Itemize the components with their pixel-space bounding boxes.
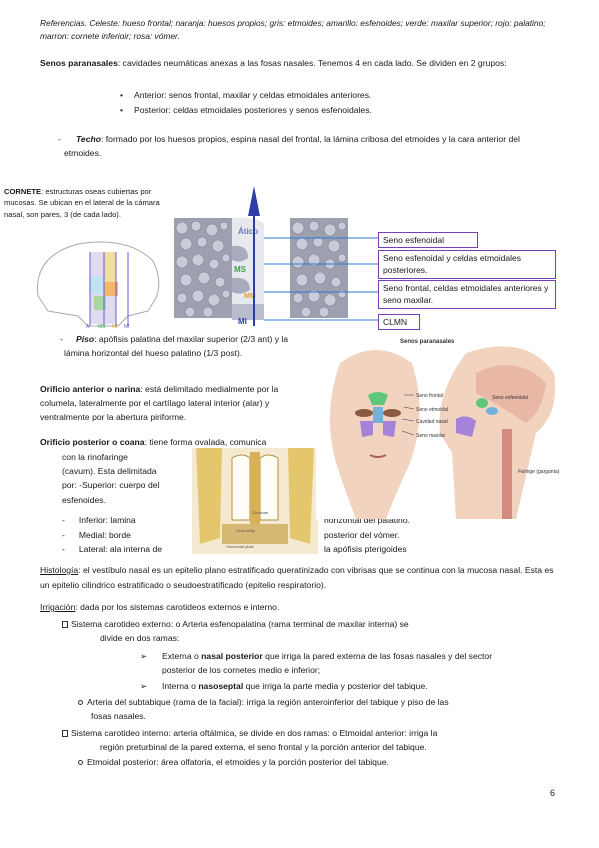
cornete-text: : estructuras oseas cubiertas por mucosa…: [4, 187, 160, 219]
meatus-label-mm: MM: [244, 293, 256, 300]
rama-externa: ➢ Externa o nasal posterior que irriga l…: [140, 651, 493, 676]
orificio-anterior-paragraph: Orificio anterior o narina: está delimit…: [40, 383, 316, 424]
subtabique: Arteria del subtabique (rama de la facia…: [78, 695, 558, 723]
circle-bullet-icon: [78, 699, 83, 705]
irrigacion-label: Irrigación: [40, 602, 76, 612]
checkbox-icon: [62, 621, 68, 628]
skull-label-mi2: MI: [124, 324, 130, 330]
senos-label-faringe: Faringe (garganta): [518, 469, 560, 475]
box-seno-frontal: Seno frontal, celdas etmoidales anterior…: [378, 280, 556, 309]
techo-label: Techo: [76, 134, 101, 144]
piso-text: : apófisis palatina del maxilar superior…: [64, 334, 289, 358]
checkbox-icon: [62, 730, 68, 737]
senos-figure-title: Senos paranasales: [400, 339, 455, 345]
techo-paragraph: - Techo: formado por los huesos propios,…: [58, 134, 520, 158]
histologia-text: : el vestíbulo nasal es un epitelio plan…: [40, 565, 554, 590]
orificio-anterior-text: : está delimitado medialmente por la col…: [40, 384, 279, 422]
senos-item-posterior: •Posterior: celdas etmoidales posteriore…: [120, 104, 372, 115]
carotideo-interno: Sistema carotideo interno: arteria oftál…: [62, 726, 562, 754]
senos-label-maxilar: Seno maxilar: [416, 433, 446, 439]
box-seno-esfenoidal-celdas: Seno esfenoidal y celdas etmoidales post…: [378, 250, 556, 279]
coana-label-oral: Oral cavity: [236, 528, 255, 533]
senos-label-etmoidal: Seno etmoidal: [416, 407, 448, 413]
senos-title: Senos paranasales: [40, 58, 118, 68]
histologia-paragraph: Histología: el vestíbulo nasal es un epi…: [40, 563, 560, 592]
senos-list: •Anterior: senos frontal, maxilar y celd…: [120, 88, 554, 117]
rama-interna: ➢ Interna o nasoseptal que irriga la par…: [140, 680, 562, 694]
senos-text: : cavidades neumáticas anexas a las fosa…: [117, 58, 507, 68]
coana-line-4: esfenoides.: [62, 494, 106, 505]
arrow-icon: ➢: [140, 681, 148, 691]
meatus-label-atico: Ático: [238, 227, 258, 236]
senos-item-anterior: •Anterior: senos frontal, maxilar y celd…: [120, 90, 372, 100]
box-seno-esfenoidal: Seno esfenoidal: [378, 232, 478, 249]
orificio-posterior-heading: Orificio posterior o coana: tiene forma …: [40, 436, 330, 450]
senos-paragraph: Senos paranasales: cavidades neumáticas …: [40, 57, 560, 71]
irrigacion-text: : dada por los sistemas carotideos exter…: [75, 602, 280, 612]
senos-label-esfenoidal: Seno esfenoidal: [492, 395, 528, 401]
coana-diagram: Choanae Oral cavity Horizontal plate: [192, 448, 318, 554]
histologia-label: Histología: [40, 565, 79, 575]
coana-label-choanae: Choanae: [252, 510, 269, 515]
senos-figure: Senos paranasales Seno frontal Seno etmo…: [316, 333, 560, 519]
skull-label-mi1: MI: [112, 324, 118, 330]
skull-label-a: A: [86, 324, 90, 330]
orificio-posterior-first: : tiene forma ovalada, comunica: [144, 437, 267, 447]
orificio-posterior-label: Orificio posterior o coana: [40, 437, 145, 447]
coana-line-2: (cavum). Esta delimitada: [62, 466, 157, 477]
irrigacion-paragraph: Irrigación: dada por los sistemas caroti…: [40, 601, 560, 615]
carotideo-externo: Sistema carotideo externo: o Arteria esf…: [62, 618, 562, 646]
cornete-label: CORNETE: [4, 187, 42, 196]
orificio-anterior-label: Orificio anterior o narina: [40, 384, 141, 394]
skull-diagram: A MS MI MI: [37, 241, 160, 330]
skull-label-ms: MS: [98, 324, 106, 330]
etmoidal-posterior: Etmoidal posterior: área olfatoria, el e…: [78, 756, 558, 770]
cornete-paragraph: CORNETE: estructuras oseas cubiertas por…: [4, 186, 172, 220]
references: Referencias. Celeste: hueso frontal; nar…: [40, 18, 546, 42]
piso-label: Piso: [76, 334, 95, 344]
orificio-posterior-lines: con la rinofaringe (cavum). Esta delimit…: [62, 450, 192, 507]
coana-label-horizontal: Horizontal plate: [226, 544, 255, 549]
box-clmn: CLMN: [378, 314, 420, 331]
arrow-icon: ➢: [140, 651, 148, 661]
page-number: 6: [550, 788, 556, 798]
meatus-label-ms: MS: [234, 265, 247, 274]
coana-line-3: por: -Superior: cuerpo del: [62, 480, 160, 491]
meatus-diagram: Ático MS MM MI: [174, 186, 378, 326]
techo-text: : formado por los huesos propios, espina…: [64, 134, 520, 158]
coana-line-1: con la rinofaringe: [62, 452, 128, 462]
meatus-label-mi: MI: [238, 317, 247, 326]
piso-paragraph: - Piso: apófisis palatina del maxilar su…: [60, 334, 289, 358]
senos-label-cavidad: Cavidad nasal: [416, 419, 448, 425]
senos-label-frontal: Seno frontal: [416, 393, 443, 399]
circle-bullet-icon: [78, 759, 83, 765]
